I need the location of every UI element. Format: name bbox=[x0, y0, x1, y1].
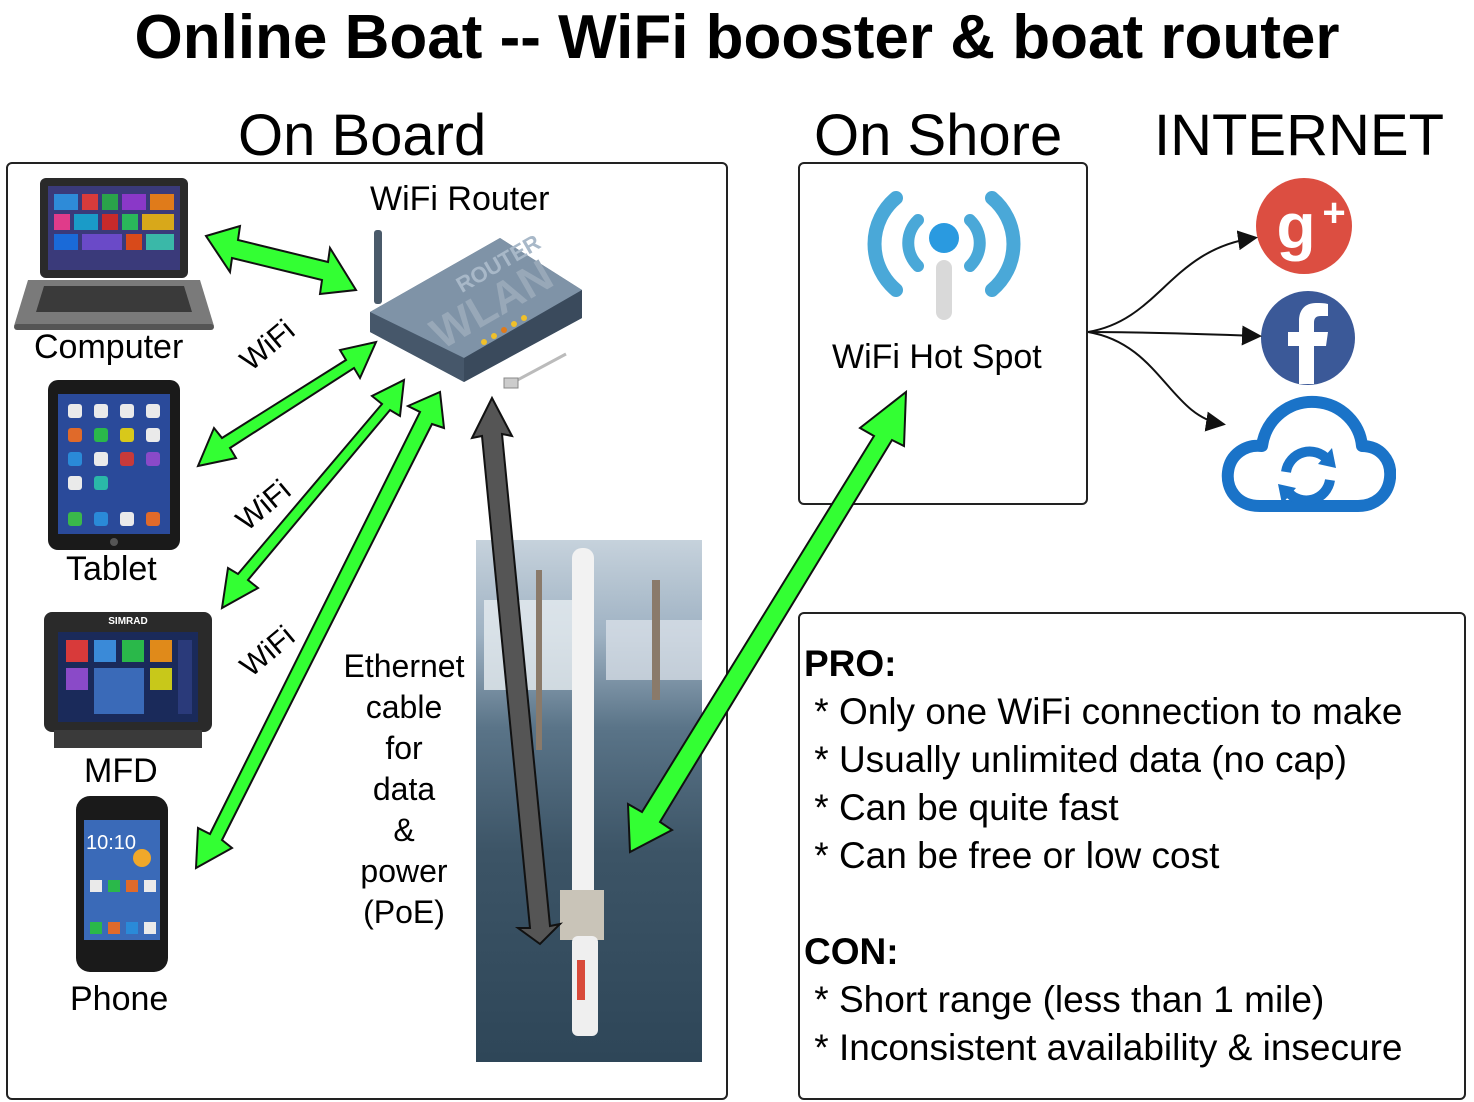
on-shore-heading: On Shore bbox=[814, 103, 1063, 168]
ethernet-note-line: power bbox=[360, 853, 448, 889]
ethernet-note: Ethernet cable for data & power (PoE) bbox=[334, 646, 474, 933]
ethernet-note-line: for bbox=[385, 730, 423, 766]
mfd-icon bbox=[44, 612, 212, 748]
google-plus-icon: g + bbox=[1256, 178, 1352, 274]
wifi-arrow-mfd bbox=[220, 378, 406, 610]
hotspot-icon bbox=[867, 191, 1021, 320]
ethernet-note-line: (PoE) bbox=[363, 894, 445, 930]
svg-text:+: + bbox=[1322, 191, 1345, 235]
on-board-heading: On Board bbox=[238, 103, 487, 168]
pro-item: * Can be quite fast bbox=[804, 787, 1119, 828]
on-shore-box bbox=[798, 162, 1088, 505]
mfd-brand: SIMRAD bbox=[108, 616, 148, 627]
con-heading: CON: bbox=[804, 931, 899, 972]
google-plus-service: g + bbox=[1254, 176, 1354, 276]
pro-heading: PRO: bbox=[804, 643, 897, 684]
hotspot-device bbox=[866, 182, 1022, 322]
wifi-arrow-computer bbox=[204, 224, 358, 296]
mfd-label: MFD bbox=[84, 752, 158, 790]
phone-icon bbox=[76, 796, 168, 972]
phone-time: 10:10 bbox=[86, 832, 137, 854]
pro-item: * Usually unlimited data (no cap) bbox=[804, 739, 1347, 780]
internet-heading: INTERNET bbox=[1154, 103, 1444, 168]
computer-label: Computer bbox=[34, 328, 184, 366]
svg-text:g: g bbox=[1276, 190, 1315, 262]
tablet-label: Tablet bbox=[66, 550, 157, 588]
con-item: * Inconsistent availability & insecure bbox=[804, 1027, 1403, 1068]
router-label: WiFi Router bbox=[370, 180, 550, 218]
con-item: * Short range (less than 1 mile) bbox=[804, 979, 1325, 1020]
facebook-icon bbox=[1261, 291, 1355, 385]
link-google bbox=[1087, 230, 1258, 333]
hotspot-label: WiFi Hot Spot bbox=[832, 338, 1042, 376]
wifi-arrow-tablet bbox=[196, 340, 378, 468]
ethernet-note-line: data bbox=[372, 771, 436, 807]
facebook-service bbox=[1260, 290, 1356, 386]
ethernet-note-line: cable bbox=[365, 689, 443, 725]
phone-label: Phone bbox=[70, 980, 169, 1018]
pros-cons-box bbox=[798, 612, 1466, 1100]
diagram-title: Online Boat -- WiFi booster & boat route… bbox=[134, 3, 1340, 72]
cloud-sync-icon bbox=[1221, 395, 1397, 512]
router-device: ROUTER WLAN bbox=[360, 228, 590, 394]
antenna-icon bbox=[484, 548, 702, 1036]
ethernet-note-line: Ethernet bbox=[343, 648, 465, 684]
router-icon bbox=[370, 230, 582, 389]
laptop-icon bbox=[14, 178, 214, 330]
wifi-arrow-shore bbox=[626, 389, 908, 854]
phone-device: 10:10 bbox=[76, 796, 168, 972]
wifi-arrow-phone bbox=[194, 390, 446, 870]
link-cloud bbox=[1087, 331, 1226, 432]
computer-device bbox=[14, 176, 214, 332]
link-facebook bbox=[1087, 325, 1262, 346]
cloud-service bbox=[1220, 394, 1397, 518]
tablet-icon bbox=[48, 380, 180, 550]
pro-item: * Only one WiFi connection to make bbox=[804, 691, 1403, 732]
pro-item: * Can be free or low cost bbox=[804, 835, 1220, 876]
ethernet-arrow bbox=[470, 395, 564, 946]
ethernet-note-line: & bbox=[393, 812, 415, 848]
tablet-device bbox=[48, 380, 180, 550]
mfd-device: SIMRAD bbox=[44, 612, 212, 750]
